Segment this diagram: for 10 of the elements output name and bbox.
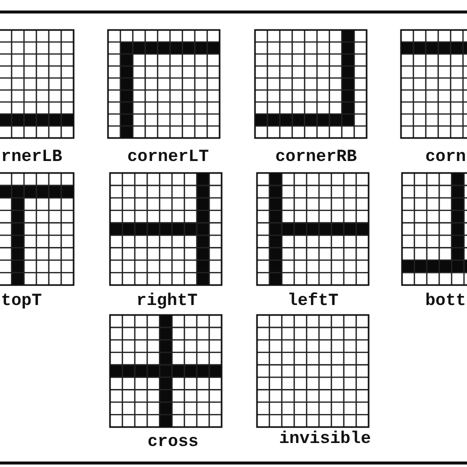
grid-label: rightT: [136, 292, 198, 312]
grid-label: topT: [1, 292, 42, 312]
grid-label: bott: [425, 292, 466, 312]
grid-label: cross: [147, 433, 198, 453]
grid-label: leftT: [287, 292, 338, 312]
grid-label: invisible: [279, 430, 371, 450]
grid-label: cornerRB: [275, 148, 357, 168]
grid-label: cornerLT: [127, 148, 209, 168]
grid-label: corn: [425, 148, 466, 168]
grid-label: rnerLB: [1, 148, 62, 168]
